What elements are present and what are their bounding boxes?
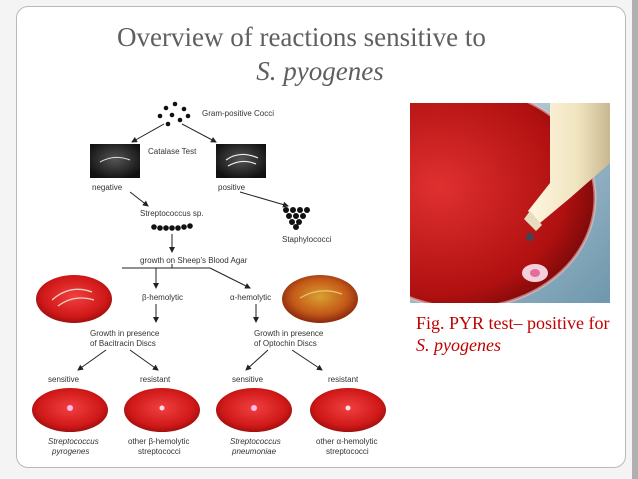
- identification-flowchart: Gram-positive Cocci Catalase Test negati…: [32, 101, 386, 456]
- label-bacitracin-2: of Bacitracin Discs: [90, 339, 156, 348]
- figure-caption: Fig. PYR test– positive for S. pyogenes: [416, 312, 626, 356]
- leaf-2-line-2: streptococci: [138, 447, 181, 456]
- leaf-4-line-1: other α-hemolytic: [316, 437, 378, 446]
- label-beta-hemolytic: β-hemolytic: [142, 293, 183, 302]
- streptococci-chain-icon: [151, 223, 193, 231]
- label-gram-positive: Gram-positive Cocci: [202, 109, 274, 118]
- plate-s-pyrogenes: [32, 388, 108, 432]
- label-optochin-2: of Optochin Discs: [254, 339, 317, 348]
- alpha-hemolytic-plate: [282, 275, 358, 323]
- pyr-test-photo: [410, 103, 610, 303]
- leaf-3-line-2: pneumoniae: [231, 447, 277, 456]
- slide-title: Overview of reactions sensitive to S. py…: [60, 20, 580, 88]
- label-bacitracin-1: Growth in presence: [90, 329, 160, 338]
- leaf-3-line-1: Streptococcus: [230, 437, 281, 446]
- label-sensitive-1: sensitive: [48, 375, 80, 384]
- label-resistant-1: resistant: [140, 375, 171, 384]
- staphylococci-cluster-icon: [283, 207, 310, 230]
- label-alpha-hemolytic: α-hemolytic: [230, 293, 271, 302]
- slide-accent-bar: [632, 0, 638, 479]
- label-blood-agar: growth on Sheep's Blood Agar: [140, 256, 248, 265]
- plate-other-alpha: [310, 388, 386, 432]
- label-staphylococci: Staphylococci: [282, 235, 332, 244]
- label-resistant-2: resistant: [328, 375, 359, 384]
- cocci-cluster-icon: [157, 101, 191, 127]
- catalase-negative-image: [90, 144, 140, 178]
- leaf-1-line-2: pyrogenes: [51, 447, 89, 456]
- label-optochin-1: Growth in presence: [254, 329, 324, 338]
- label-streptococcus-sp: Streptococcus sp.: [140, 209, 204, 218]
- label-sensitive-2: sensitive: [232, 375, 264, 384]
- title-line-1: Overview of reactions sensitive to: [117, 22, 486, 52]
- leaf-4-line-2: streptococci: [326, 447, 369, 456]
- label-catalase-test: Catalase Test: [148, 147, 197, 156]
- plate-other-beta: [124, 388, 200, 432]
- caption-italic: S. pyogenes: [416, 335, 501, 355]
- label-negative: negative: [92, 183, 123, 192]
- title-line-2: S. pyogenes: [256, 56, 384, 86]
- label-positive: positive: [218, 183, 246, 192]
- plate-s-pneumoniae: [216, 388, 292, 432]
- caption-text: Fig. PYR test– positive for: [416, 313, 610, 333]
- leaf-1-line-1: Streptococcus: [48, 437, 99, 446]
- leaf-2-line-1: other β-hemolytic: [128, 437, 190, 446]
